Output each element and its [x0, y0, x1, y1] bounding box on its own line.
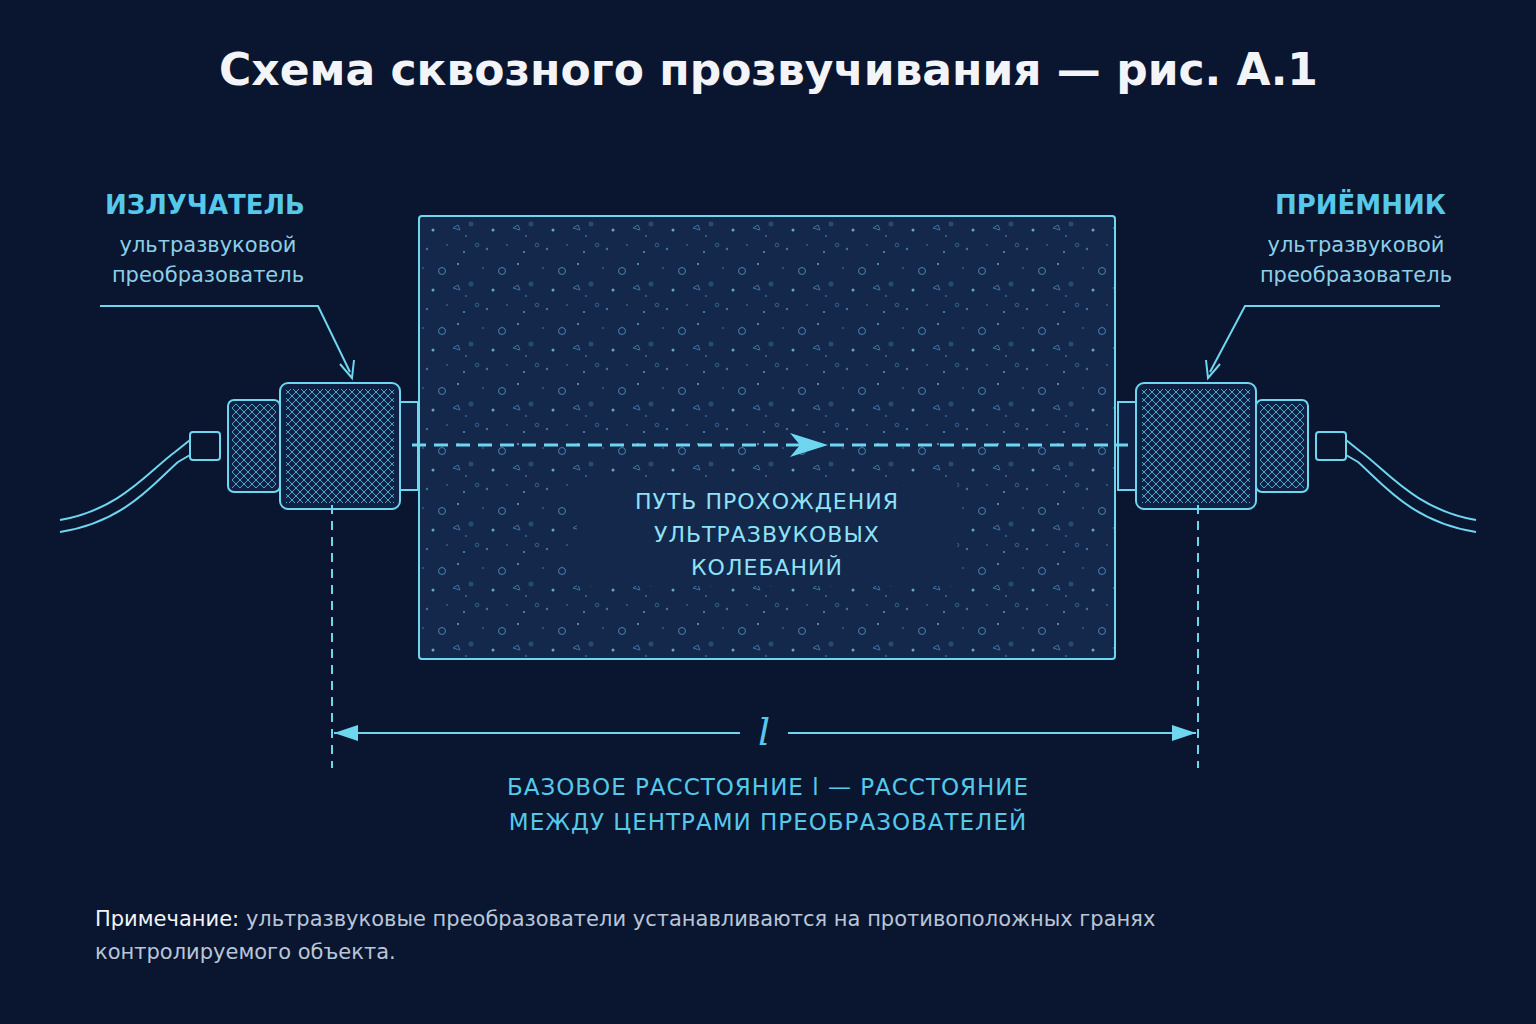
path-label: ПУТЬ ПРОХОЖДЕНИЯ УЛЬТРАЗВУКОВЫХ КОЛЕБАНИ…	[577, 483, 957, 586]
receiver-heading: ПРИЁМНИК	[1275, 190, 1446, 220]
diagram-title: Схема сквозного прозвучивания — рис. А.1	[219, 44, 1318, 95]
emitter-subtitle: ультразвуковой преобразователь	[83, 230, 333, 291]
emitter-heading: ИЗЛУЧАТЕЛЬ	[105, 190, 305, 220]
specimen-block: ПУТЬ ПРОХОЖДЕНИЯ УЛЬТРАЗВУКОВЫХ КОЛЕБАНИ…	[418, 215, 1116, 660]
note-text: ультразвуковые преобразователи устанавли…	[95, 907, 1155, 964]
dimension-description: БАЗОВОЕ РАССТОЯНИЕ l — РАССТОЯНИЕ МЕЖДУ …	[458, 770, 1078, 839]
note: Примечание: ультразвуковые преобразовате…	[95, 903, 1275, 968]
dimension-symbol: l	[740, 712, 788, 754]
note-heading: Примечание:	[95, 907, 239, 931]
receiver-subtitle: ультразвуковой преобразователь	[1231, 230, 1481, 291]
